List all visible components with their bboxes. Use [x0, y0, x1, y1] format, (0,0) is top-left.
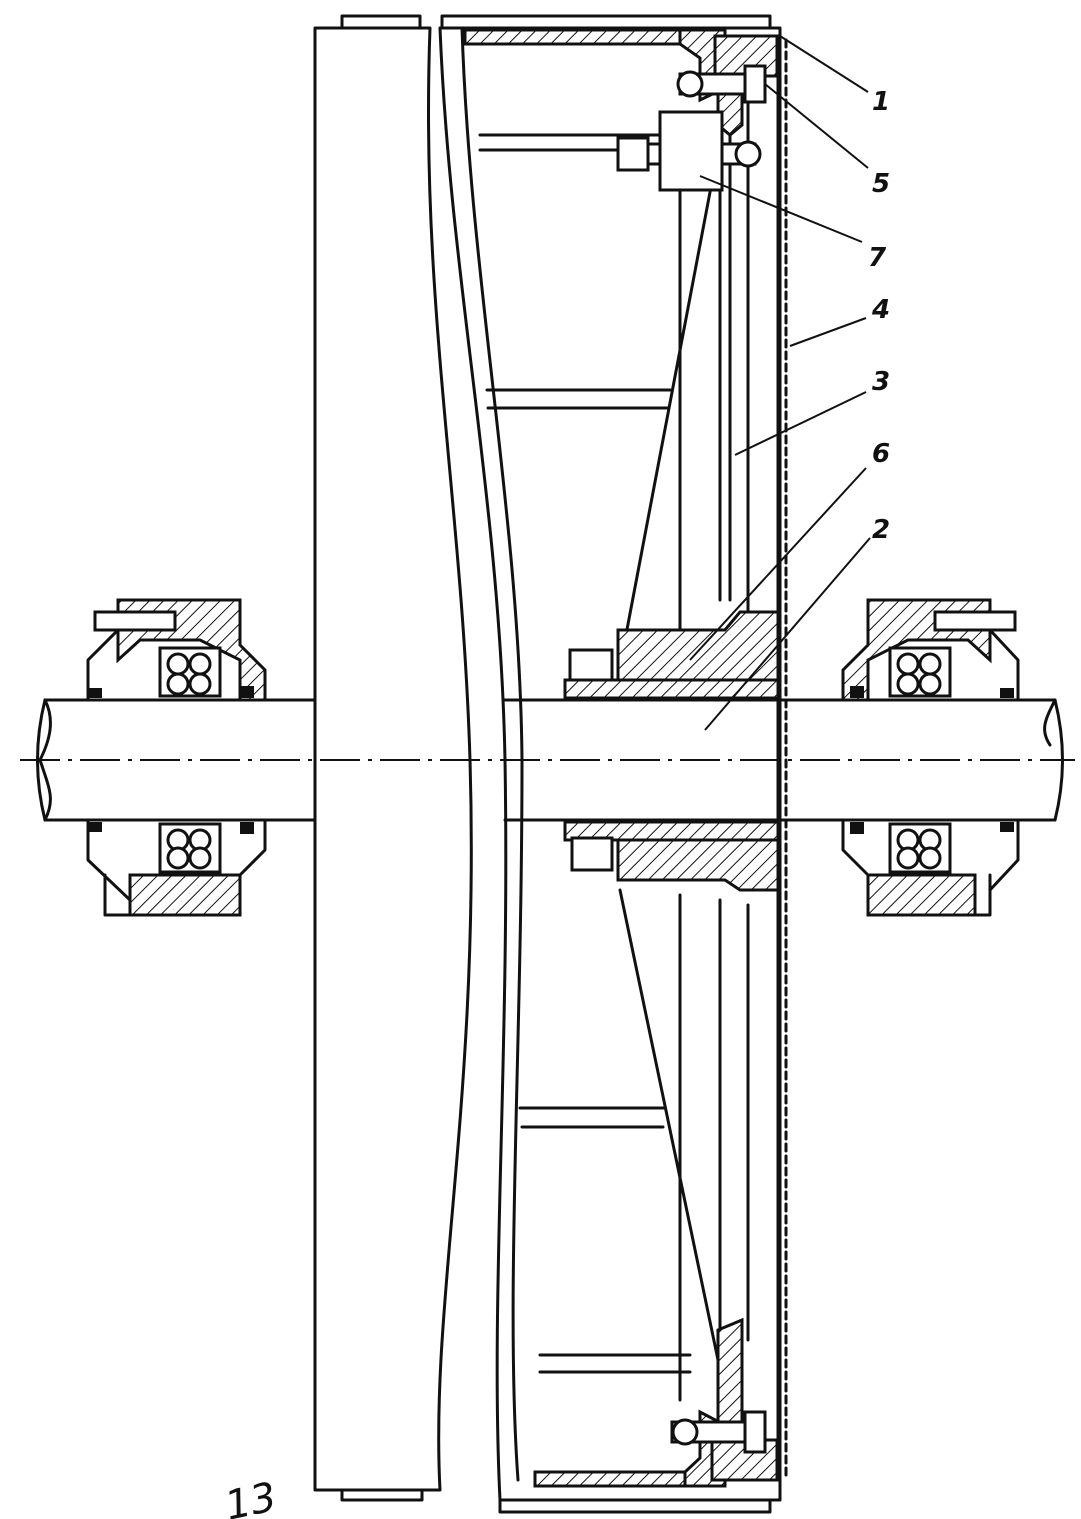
- callout-7: 7: [868, 243, 887, 273]
- figure-number: 13: [221, 1474, 280, 1519]
- disc-spokes: [478, 78, 750, 1442]
- bearing-housing-left: [86, 598, 267, 917]
- hub: [563, 610, 780, 892]
- bearing-housing-right: [841, 598, 1020, 917]
- callout-5: 5: [872, 169, 890, 199]
- callout-2: 2: [872, 515, 890, 545]
- callout-4: 4: [871, 295, 890, 325]
- bolt-bottom: [670, 1410, 767, 1454]
- leader-lines: [689, 35, 871, 731]
- drum-shell-left: [313, 14, 473, 1502]
- shaft: [36, 698, 1064, 822]
- callout-3: 3: [872, 367, 890, 397]
- bolt-top-2: [616, 110, 762, 192]
- callout-6: 6: [872, 439, 890, 469]
- callout-1: 1: [872, 87, 890, 117]
- end-cover: [776, 34, 788, 1482]
- bolt-top-1: [676, 64, 767, 104]
